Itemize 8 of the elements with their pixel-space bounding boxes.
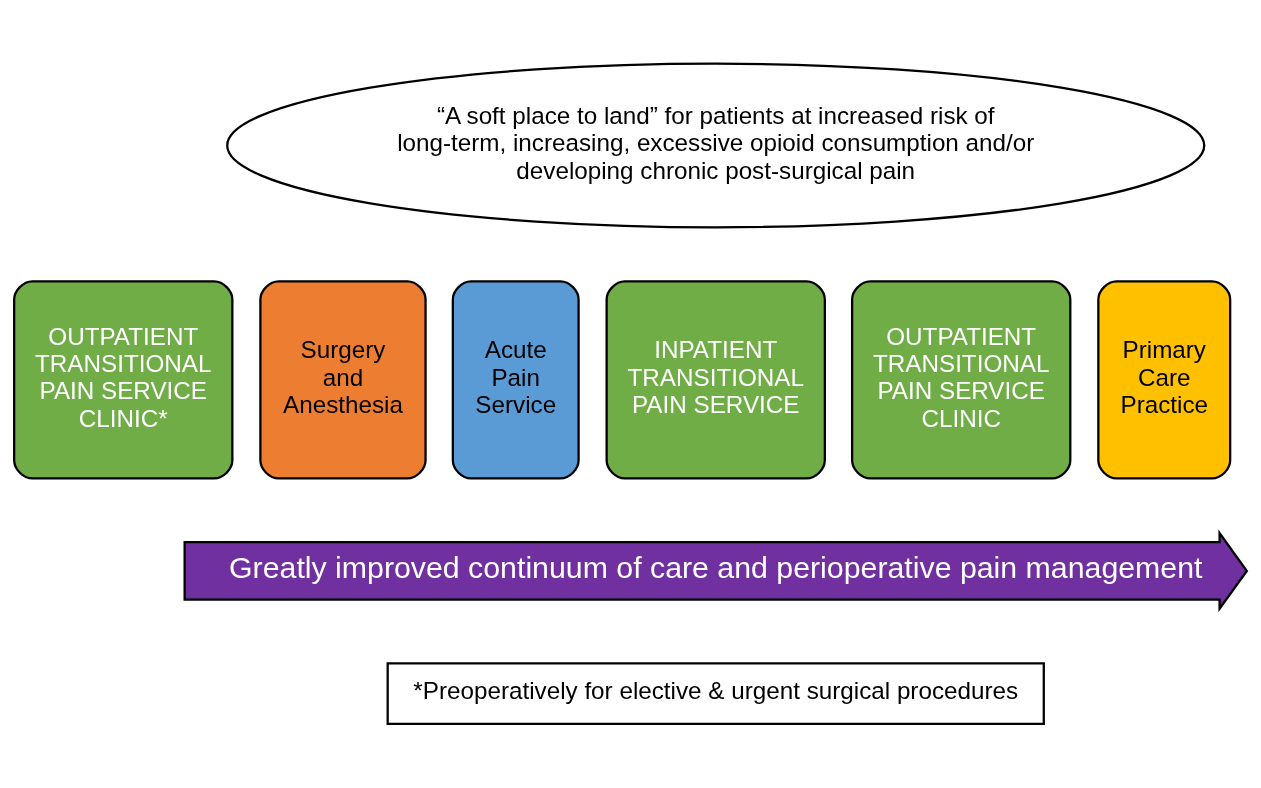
node-box: OUTPATIENT TRANSITIONAL PAIN SERVICE CLINIC — [850, 280, 1072, 480]
node-box: *Preoperatively for elective & urgent surgical procedures — [386, 662, 1045, 726]
node-box: Primary Care Practice — [1097, 280, 1232, 480]
node-ellipse: “A soft place to land” for patients at increased risk of long-term, increasing, excessive opioid consumption and/or developing chronic post-surgical pain — [226, 62, 1206, 229]
node-box: Acute Pain Service — [451, 280, 580, 480]
node-box: Surgery and Anesthesia — [259, 280, 427, 480]
node-box: OUTPATIENT TRANSITIONAL PAIN SERVICE CLINIC* — [13, 280, 234, 480]
node-box: INPATIENT TRANSITIONAL PAIN SERVICE — [605, 280, 826, 480]
